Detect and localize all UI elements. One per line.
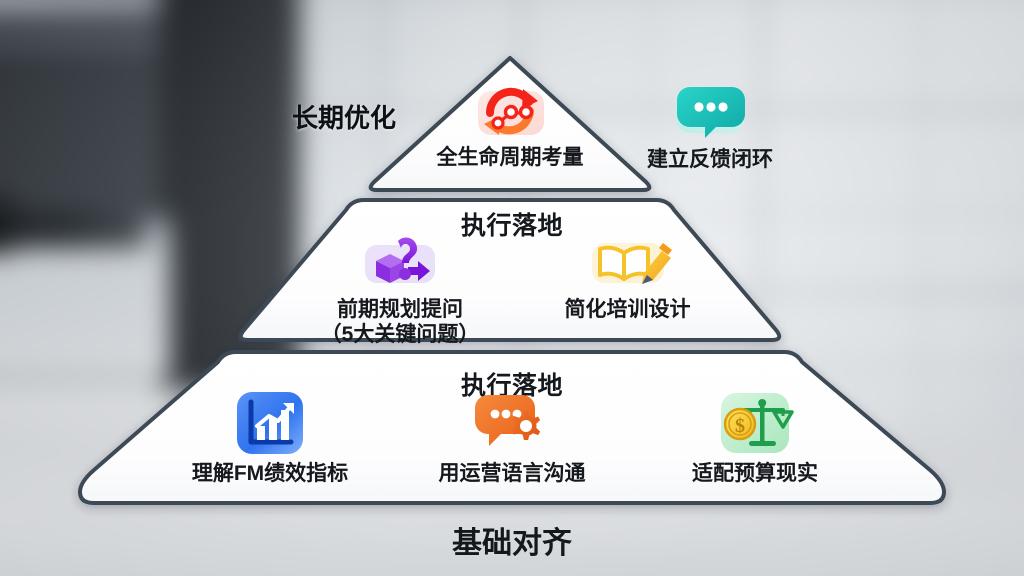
- node-fm-kpi[interactable]: 理解FM绩效指标: [170, 390, 370, 487]
- node-label: 全生命周期考量: [436, 146, 584, 169]
- open-book-pencil-icon: [535, 228, 720, 292]
- window-mullion-vertical: [760, 0, 764, 576]
- background-desk-equipment: [0, 210, 145, 248]
- pyramid-tier-middle-shape: [238, 198, 782, 342]
- node-simplified-training[interactable]: 简化培训设计: [535, 228, 720, 323]
- window-mullion-horizontal: [260, 108, 1024, 112]
- side-label-long-term: 长期优化: [292, 103, 397, 133]
- bar-chart-growth-icon: [170, 390, 370, 456]
- background-monitor: [0, 198, 12, 254]
- lifecycle-cycle-icon: [410, 78, 610, 142]
- background-ceiling-band: [0, 0, 210, 16]
- base-caption: 基础对齐: [452, 527, 572, 560]
- node-label: 适配预算现实: [692, 462, 818, 485]
- node-feedback-loop[interactable]: 建立反馈闭环: [620, 78, 800, 173]
- node-early-planning-questions[interactable]: 前期规划提问 （5大关键问题）: [300, 228, 500, 348]
- window-mullion-vertical: [920, 0, 923, 576]
- chat-bubble-dots-icon: [620, 78, 800, 142]
- node-label: 理解FM绩效指标: [191, 462, 349, 485]
- chat-gear-icon: [412, 390, 612, 456]
- node-label: 简化培训设计: [564, 298, 691, 321]
- node-label: 前期规划提问 （5大关键问题）: [320, 298, 480, 346]
- node-operational-language[interactable]: 用运营语言沟通: [412, 390, 612, 487]
- node-label: 用运营语言沟通: [438, 462, 586, 485]
- node-label: 建立反馈闭环: [647, 148, 773, 171]
- node-lifecycle[interactable]: 全生命周期考量: [410, 78, 610, 171]
- node-budget-reality[interactable]: $ 适配预算现实: [655, 390, 855, 487]
- tier-title-middle: 执行落地: [460, 212, 563, 240]
- scale-coin-icon: $: [655, 390, 855, 456]
- svg-text:$: $: [735, 415, 745, 437]
- question-box-arrow-icon: [300, 228, 500, 292]
- background-ceiling-band: [0, 32, 160, 48]
